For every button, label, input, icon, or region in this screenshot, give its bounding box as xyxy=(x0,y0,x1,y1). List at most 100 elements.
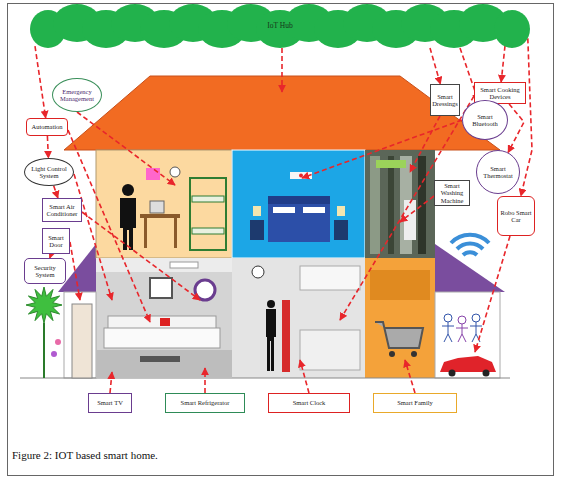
garage xyxy=(440,314,496,377)
garage xyxy=(458,316,466,324)
house xyxy=(232,258,365,378)
bedroom-study xyxy=(192,196,224,202)
leader-line xyxy=(410,116,440,172)
node-label: Smart Clock xyxy=(293,399,326,406)
feature-ellipse: Smart Bluetooth xyxy=(462,100,508,140)
kitchen-photo xyxy=(418,156,426,254)
house xyxy=(96,258,232,378)
leader-line xyxy=(82,212,200,300)
wifi-symbol xyxy=(451,235,489,255)
garden xyxy=(51,351,57,357)
bedroom-study xyxy=(140,214,180,218)
feature-ellipse: Smart Thermostat xyxy=(476,150,520,194)
bedroom-study xyxy=(144,218,147,248)
node-label: Smart Door xyxy=(44,234,68,248)
node-label: IoT Hub xyxy=(267,22,293,30)
node-label: Security System xyxy=(26,264,64,278)
garage xyxy=(456,324,468,342)
connector-arrow xyxy=(508,104,524,152)
shopping-room xyxy=(375,322,423,348)
node-label: Smart Thermostat xyxy=(478,165,518,179)
bedroom-study xyxy=(146,168,160,180)
garden xyxy=(43,323,45,378)
house xyxy=(435,292,500,378)
feature-ellipse: Emergency Management xyxy=(52,78,102,112)
garden xyxy=(26,287,62,323)
living-room xyxy=(96,258,232,272)
house xyxy=(232,150,365,258)
leader-line xyxy=(340,96,474,320)
node-label: Smart Dressings xyxy=(432,93,458,107)
bedroom-study xyxy=(192,228,224,234)
kitchen xyxy=(252,266,360,372)
bedroom xyxy=(303,207,325,213)
feature-box: Smart Family xyxy=(373,393,457,413)
node-label: Smart Bluetooth xyxy=(464,113,506,127)
kitchen xyxy=(266,309,276,371)
bedroom xyxy=(337,206,345,216)
bedroom-study xyxy=(174,218,177,248)
kitchen-photo xyxy=(376,160,406,168)
leader-line xyxy=(68,130,150,322)
kitchen-photo xyxy=(404,200,416,240)
garage xyxy=(444,314,452,322)
bedroom xyxy=(268,204,330,242)
bedroom xyxy=(250,172,348,242)
feature-box: Smart Washing Machine xyxy=(434,180,470,206)
kitchen-photo xyxy=(370,156,426,254)
leader-line xyxy=(110,372,112,393)
feature-box: Security System xyxy=(24,258,66,284)
living-room xyxy=(96,350,232,378)
leader-line xyxy=(281,48,283,92)
bedroom-study xyxy=(190,178,226,250)
leader-line xyxy=(400,196,434,222)
node-label: Smart Cooking Devices xyxy=(476,86,524,100)
connector-arrow xyxy=(54,186,58,198)
house xyxy=(365,258,435,378)
garage xyxy=(472,314,480,322)
living-room xyxy=(160,318,170,326)
node-label: Robo Smart Car xyxy=(499,209,533,223)
leader-line xyxy=(475,236,510,352)
wifi-symbol xyxy=(457,243,483,249)
figure-frame xyxy=(8,4,554,476)
leader-line xyxy=(77,112,175,185)
house xyxy=(20,76,510,378)
connector-arrow xyxy=(521,30,532,196)
connector-arrow xyxy=(501,46,505,82)
bedroom xyxy=(253,206,261,216)
bedroom-study xyxy=(170,167,180,177)
garage xyxy=(440,356,496,372)
wifi-symbol xyxy=(451,235,489,243)
leader-line xyxy=(302,120,462,178)
living-room xyxy=(104,328,220,348)
feature-box: Smart Air Conditioner xyxy=(42,198,82,222)
bedroom-study xyxy=(120,167,226,250)
feature-box: Robo Smart Car xyxy=(497,196,535,236)
kitchen xyxy=(252,266,264,278)
house xyxy=(64,292,96,378)
feature-box: Smart Dressings xyxy=(430,84,460,116)
bedroom xyxy=(250,220,264,240)
house xyxy=(20,378,510,379)
garden xyxy=(55,339,61,345)
hub-cloud: IoT Hub xyxy=(30,4,530,48)
kitchen xyxy=(300,330,360,370)
leader-line xyxy=(70,242,80,300)
node-label: Smart Refrigerator xyxy=(181,399,230,406)
node-label: Emergency Management xyxy=(54,88,100,102)
bedroom-study xyxy=(150,201,164,213)
connector-arrow xyxy=(35,46,46,118)
bedroom xyxy=(299,174,303,178)
living-room xyxy=(195,280,215,300)
house xyxy=(365,150,435,258)
feature-box: Smart Clock xyxy=(268,393,350,413)
kitchen xyxy=(282,300,290,372)
connector-arrow xyxy=(430,48,440,84)
bedroom xyxy=(273,207,295,213)
kitchen-photo xyxy=(388,156,394,254)
node-label: Smart Washing Machine xyxy=(436,182,468,203)
leader-line xyxy=(68,48,510,393)
living-room xyxy=(170,262,198,268)
